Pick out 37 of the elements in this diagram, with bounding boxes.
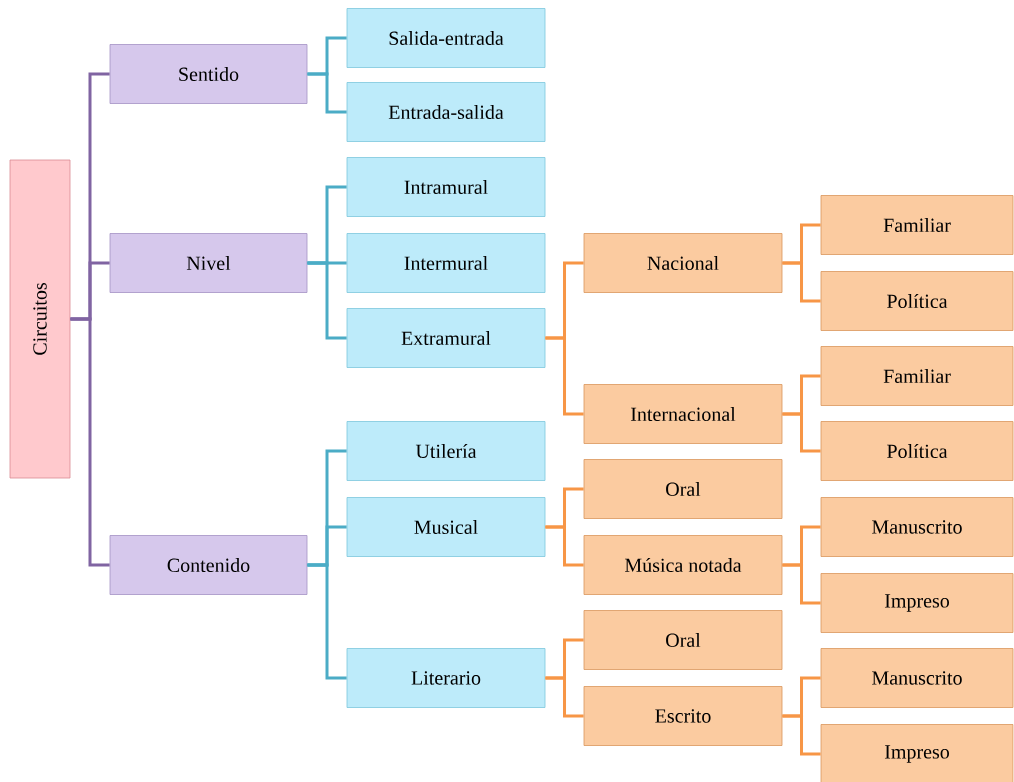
- box: Oral: [583, 610, 783, 670]
- box: Musical: [346, 497, 546, 557]
- box: Utilería: [346, 421, 546, 481]
- connector: [545, 336, 584, 416]
- box: Manuscrito: [820, 497, 1014, 557]
- box: Familiar: [820, 346, 1014, 406]
- box: Familiar: [820, 195, 1014, 255]
- box: Música notada: [583, 535, 783, 595]
- vertical-box: Circuitos: [9, 159, 71, 479]
- box: Intermural: [346, 233, 546, 293]
- connector: [307, 72, 347, 114]
- connector: [307, 563, 347, 680]
- box: Impreso: [820, 573, 1014, 633]
- box: Escrito: [583, 686, 783, 746]
- box: Internacional: [583, 384, 783, 444]
- connector: [70, 317, 110, 567]
- connector: [782, 412, 821, 453]
- box: Política: [820, 271, 1014, 331]
- connector: [307, 261, 347, 340]
- connector: [545, 676, 584, 718]
- box: Extramural: [346, 308, 546, 368]
- box: Sentido: [109, 44, 308, 104]
- box: Salida-entrada: [346, 8, 546, 68]
- box: Oral: [583, 459, 783, 519]
- box: Literario: [346, 648, 546, 708]
- box: Política: [820, 421, 1014, 481]
- connector: [782, 714, 821, 756]
- box: Nacional: [583, 233, 783, 293]
- box: Entrada-salida: [346, 82, 546, 142]
- connector: [545, 525, 584, 567]
- box: Nivel: [109, 233, 308, 293]
- connector: [782, 261, 821, 303]
- box: Intramural: [346, 157, 546, 217]
- box: Contenido: [109, 535, 308, 595]
- box: Impreso: [820, 724, 1014, 782]
- connector: [782, 563, 821, 605]
- box: Manuscrito: [820, 648, 1014, 708]
